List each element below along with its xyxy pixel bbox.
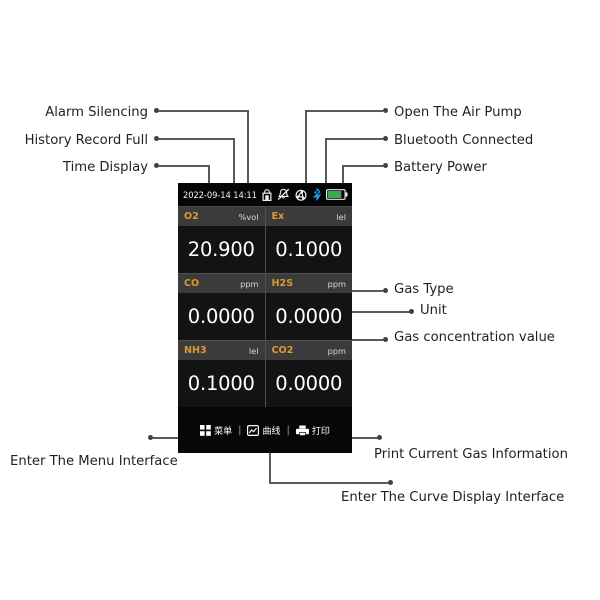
print-button[interactable]: 打印 bbox=[291, 424, 335, 437]
toolbar-separator: | bbox=[238, 424, 242, 436]
gas-unit: lel bbox=[336, 211, 346, 222]
leader-dot-unit bbox=[409, 309, 414, 314]
status-bar: 2022-09-14 14:11 bbox=[178, 183, 352, 206]
toolbar-separator: | bbox=[286, 424, 290, 436]
leader-line-curve-v bbox=[269, 450, 271, 483]
leader-dot-gas-type bbox=[383, 288, 388, 293]
gas-cell-header: Ex lel bbox=[265, 207, 352, 226]
gas-concentration-value: 20.900 bbox=[178, 226, 265, 273]
menu-button-label: 菜单 bbox=[214, 426, 233, 437]
leader-line-unit-h bbox=[318, 311, 410, 313]
leader-line-alarm-silencing-h bbox=[158, 110, 248, 112]
curve-button-label: 曲线 bbox=[262, 426, 281, 437]
annotation-unit: Unit bbox=[420, 303, 447, 318]
chart-icon bbox=[247, 424, 260, 436]
gas-concentration-value: 0.0000 bbox=[178, 293, 265, 340]
gas-type: CO bbox=[184, 278, 200, 289]
history-record-full-icon bbox=[262, 188, 272, 201]
leader-dot-curve bbox=[388, 480, 393, 485]
battery-icon bbox=[326, 189, 348, 200]
gas-cell-header: CO ppm bbox=[178, 274, 265, 293]
leader-line-menu-interface-h bbox=[152, 437, 190, 439]
leader-line-air-pump-v bbox=[305, 110, 307, 186]
leader-dot-history-record-full bbox=[154, 136, 159, 141]
gas-unit: %vol bbox=[238, 211, 259, 222]
gas-cell-header: H2S ppm bbox=[265, 274, 352, 293]
annotation-alarm-silencing: Alarm Silencing bbox=[45, 105, 148, 120]
grid-icon bbox=[200, 424, 211, 436]
printer-icon bbox=[295, 425, 309, 436]
status-icon-group bbox=[262, 188, 348, 201]
gas-unit: lel bbox=[248, 345, 259, 356]
device-screen: 2022-09-14 14:11 bbox=[178, 183, 352, 453]
bottom-toolbar: 菜单 | 曲线 | 打印 bbox=[178, 407, 352, 452]
gas-cell-ex[interactable]: Ex lel 0.1000 bbox=[265, 207, 352, 273]
leader-line-gas-value-h bbox=[325, 339, 383, 341]
gas-type: CO2 bbox=[271, 345, 294, 356]
gas-concentration-value: 0.1000 bbox=[178, 360, 265, 407]
leader-line-history-record-full-h bbox=[158, 138, 234, 140]
gas-type: NH3 bbox=[184, 345, 207, 356]
annotation-print-current-gas-information: Print Current Gas Information bbox=[374, 447, 568, 462]
gas-row: O2 %vol 20.900 Ex lel 0.1000 bbox=[178, 207, 352, 274]
leader-dot-print bbox=[377, 435, 382, 440]
annotation-time-display: Time Display bbox=[62, 160, 148, 175]
gas-cell-header: NH3 lel bbox=[178, 341, 265, 360]
gas-cell-o2[interactable]: O2 %vol 20.900 bbox=[178, 207, 266, 273]
bluetooth-icon bbox=[313, 188, 321, 201]
gas-cell-co[interactable]: CO ppm 0.0000 bbox=[178, 274, 266, 340]
print-button-label: 打印 bbox=[311, 426, 330, 437]
annotation-enter-the-menu-interface: Enter The Menu Interface bbox=[10, 454, 178, 469]
annotation-gas-concentration-value: Gas concentration value bbox=[394, 330, 555, 345]
gas-unit: ppm bbox=[240, 278, 259, 289]
gas-concentration-value: 0.0000 bbox=[265, 293, 352, 340]
alarm-silencing-icon bbox=[277, 188, 290, 201]
time-display: 2022-09-14 14:11 bbox=[183, 189, 257, 200]
leader-line-bluetooth-h bbox=[325, 138, 383, 140]
gas-type: H2S bbox=[271, 278, 294, 289]
leader-line-bluetooth-v bbox=[325, 138, 327, 186]
annotation-open-the-air-pump: Open The Air Pump bbox=[394, 105, 522, 120]
air-pump-icon bbox=[295, 189, 307, 201]
gas-concentration-value: 0.0000 bbox=[265, 360, 352, 407]
leader-dot-gas-value bbox=[383, 337, 388, 342]
gas-cell-co2[interactable]: CO2 ppm 0.0000 bbox=[265, 341, 352, 407]
leader-line-curve-h bbox=[269, 482, 389, 484]
gas-unit: ppm bbox=[327, 278, 346, 289]
menu-button[interactable]: 菜单 bbox=[195, 424, 237, 437]
gas-row: NH3 lel 0.1000 CO2 ppm 0.0000 bbox=[178, 341, 352, 407]
leader-dot-alarm-silencing bbox=[154, 108, 159, 113]
gas-cell-nh3[interactable]: NH3 lel 0.1000 bbox=[178, 341, 266, 407]
leader-line-time-display-v bbox=[208, 165, 210, 186]
leader-dot-menu-interface bbox=[148, 435, 153, 440]
gas-type: O2 bbox=[184, 211, 199, 222]
annotation-history-record-full: History Record Full bbox=[24, 133, 148, 148]
leader-dot-time-display bbox=[154, 163, 159, 168]
gas-row: CO ppm 0.0000 H2S ppm 0.0000 bbox=[178, 274, 352, 341]
leader-line-air-pump-h bbox=[305, 110, 383, 112]
gas-cell-header: CO2 ppm bbox=[265, 341, 352, 360]
leader-dot-air-pump bbox=[383, 108, 388, 113]
annotation-battery-power: Battery Power bbox=[394, 160, 487, 175]
leader-line-print-h bbox=[338, 437, 378, 439]
gas-concentration-value: 0.1000 bbox=[265, 226, 352, 273]
leader-line-time-display-h bbox=[158, 165, 209, 167]
curve-button[interactable]: 曲线 bbox=[242, 424, 285, 437]
annotation-gas-type: Gas Type bbox=[394, 282, 454, 297]
leader-line-battery-v bbox=[342, 165, 344, 186]
leader-line-history-record-full-v bbox=[233, 138, 235, 186]
gas-cell-header: O2 %vol bbox=[178, 207, 265, 226]
gas-reading-grid: O2 %vol 20.900 Ex lel 0.1000 CO ppm 0.00… bbox=[178, 206, 352, 407]
leader-line-alarm-silencing-v bbox=[247, 110, 249, 186]
leader-dot-battery bbox=[383, 163, 388, 168]
leader-line-battery-h bbox=[342, 165, 383, 167]
annotation-enter-the-curve-display-interface: Enter The Curve Display Interface bbox=[341, 490, 565, 505]
gas-cell-h2s[interactable]: H2S ppm 0.0000 bbox=[265, 274, 352, 340]
annotation-bluetooth-connected: Bluetooth Connected bbox=[394, 133, 534, 148]
gas-unit: ppm bbox=[327, 345, 346, 356]
leader-dot-bluetooth bbox=[383, 136, 388, 141]
gas-type: Ex bbox=[271, 211, 285, 222]
